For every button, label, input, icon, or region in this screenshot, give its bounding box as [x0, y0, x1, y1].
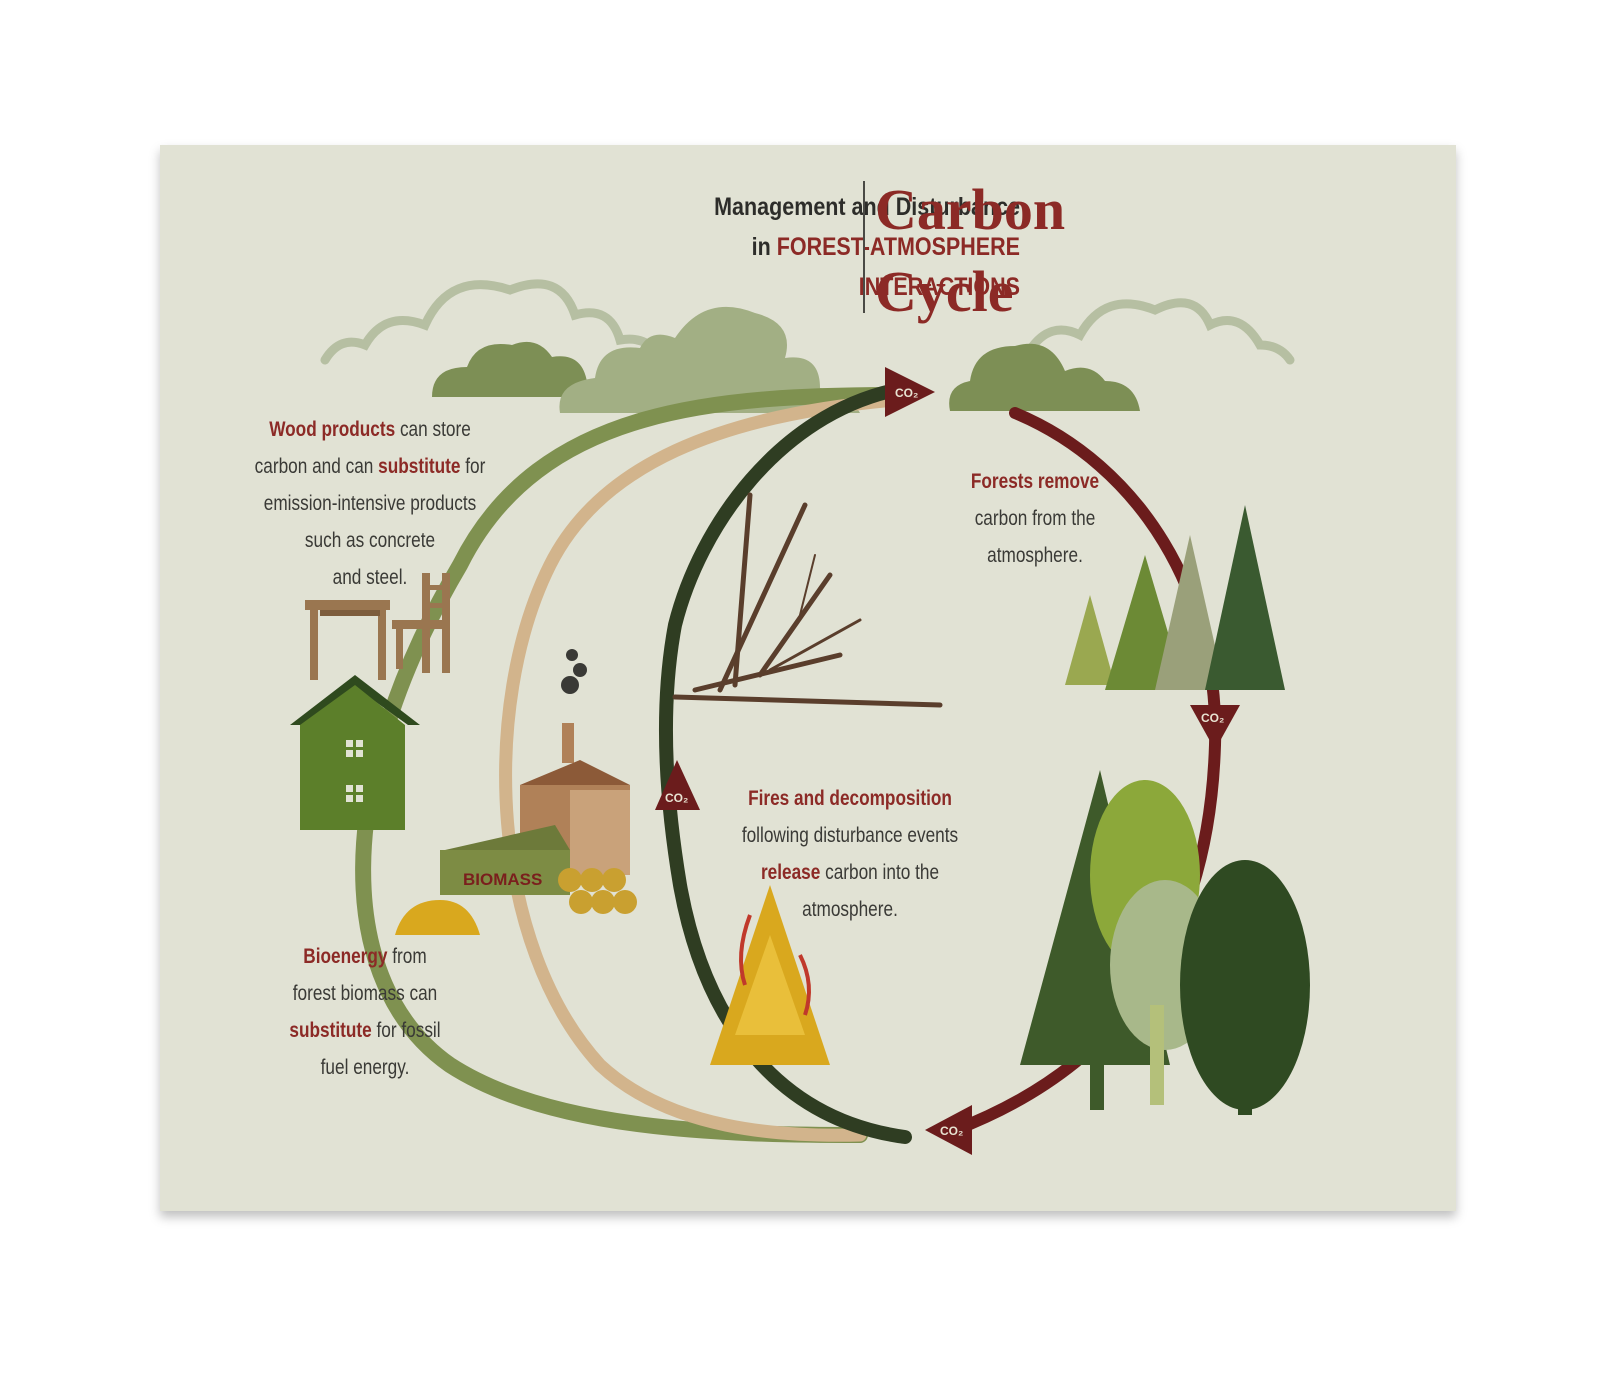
cloud-solid-middle	[559, 306, 860, 413]
svg-text:CO₂: CO₂	[665, 791, 688, 805]
co2-badge-top: CO₂	[885, 367, 935, 417]
svg-text:CO₂: CO₂	[895, 386, 918, 400]
tree-group-lower	[1020, 770, 1310, 1115]
forests-remove-text: Forests remove carbon from the atmospher…	[970, 470, 1100, 567]
arc-light-green-outer	[355, 387, 913, 1143]
co2-badge-bottom: CO₂	[925, 1105, 972, 1155]
conifer-group-upper	[1065, 505, 1285, 690]
subtitle-line1: Management and Disturbance	[714, 193, 1020, 221]
arc-tan	[499, 393, 902, 1142]
main-title: Carbon Cycle	[875, 177, 1066, 324]
burning-tree-icon	[710, 885, 830, 1065]
table-chair-icon	[305, 573, 450, 680]
bioenergy-text: Bioenergy from forest biomass can substi…	[289, 945, 441, 1079]
co2-badge-right: CO₂	[1190, 705, 1240, 750]
cloud-solid-left	[432, 341, 612, 397]
subtitle-block: Management and Disturbance in FOREST-ATM…	[564, 187, 1020, 307]
cloud-solid-right	[949, 343, 1140, 411]
arc-dark-green	[658, 383, 912, 1144]
poster: CO₂ CO₂ CO₂ CO₂	[160, 145, 1456, 1211]
dead-tree-branches-icon	[672, 492, 943, 708]
co2-badge-left: CO₂	[655, 760, 700, 810]
svg-text:CO₂: CO₂	[1201, 711, 1224, 725]
title-divider	[863, 181, 865, 313]
subtitle-line3: INTERACTIONS	[858, 273, 1020, 301]
biomass-label: BIOMASS	[463, 870, 542, 889]
biomass-plant-icon: BIOMASS	[395, 649, 637, 935]
house-icon	[290, 675, 420, 830]
svg-text:CO₂: CO₂	[940, 1124, 963, 1138]
fires-decomposition-text: Fires and decomposition following distur…	[741, 787, 959, 921]
subtitle-line2: in FOREST-ATMOSPHERE	[751, 233, 1020, 261]
carbon-cycle-artwork: CO₂ CO₂ CO₂ CO₂	[290, 279, 1310, 1155]
wood-products-text: Wood products can store carbon and can s…	[254, 418, 486, 589]
